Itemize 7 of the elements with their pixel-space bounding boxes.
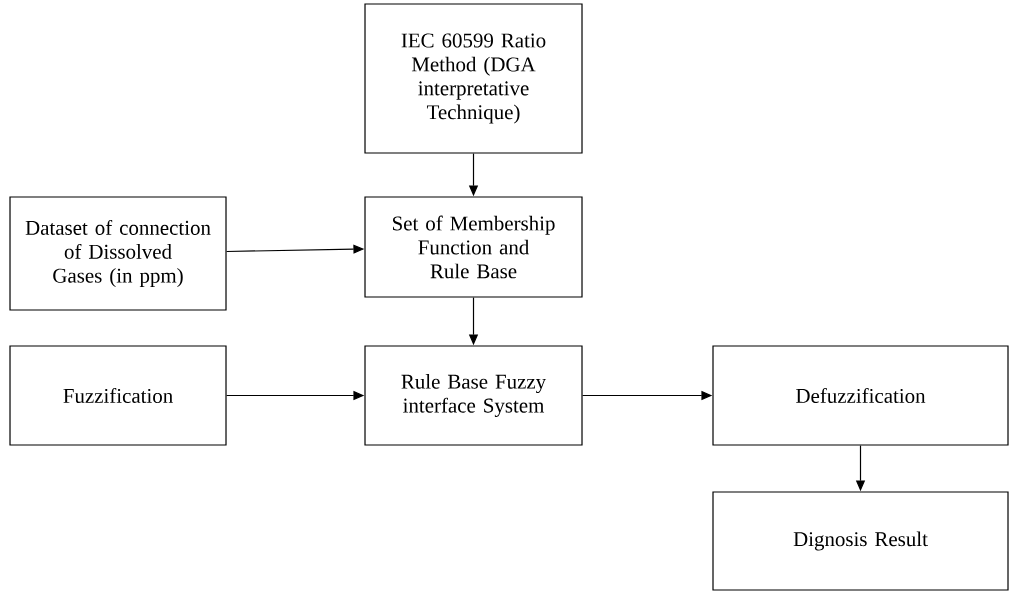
- process-box: Rule Base Fuzzy interface System: [364, 345, 583, 446]
- process-box: Set of Membership Function and Rule Base: [364, 196, 583, 298]
- process-box: Defuzzification: [712, 345, 1009, 446]
- process-box: IEC 60599 Ratio Method (DGA interpretative Technique): [364, 3, 583, 154]
- process-box: Dignosis Result: [712, 491, 1009, 591]
- process-box: Dataset of connection of Dissolved Gases (in ppm): [9, 196, 227, 311]
- process-box: Fuzzification: [9, 345, 227, 446]
